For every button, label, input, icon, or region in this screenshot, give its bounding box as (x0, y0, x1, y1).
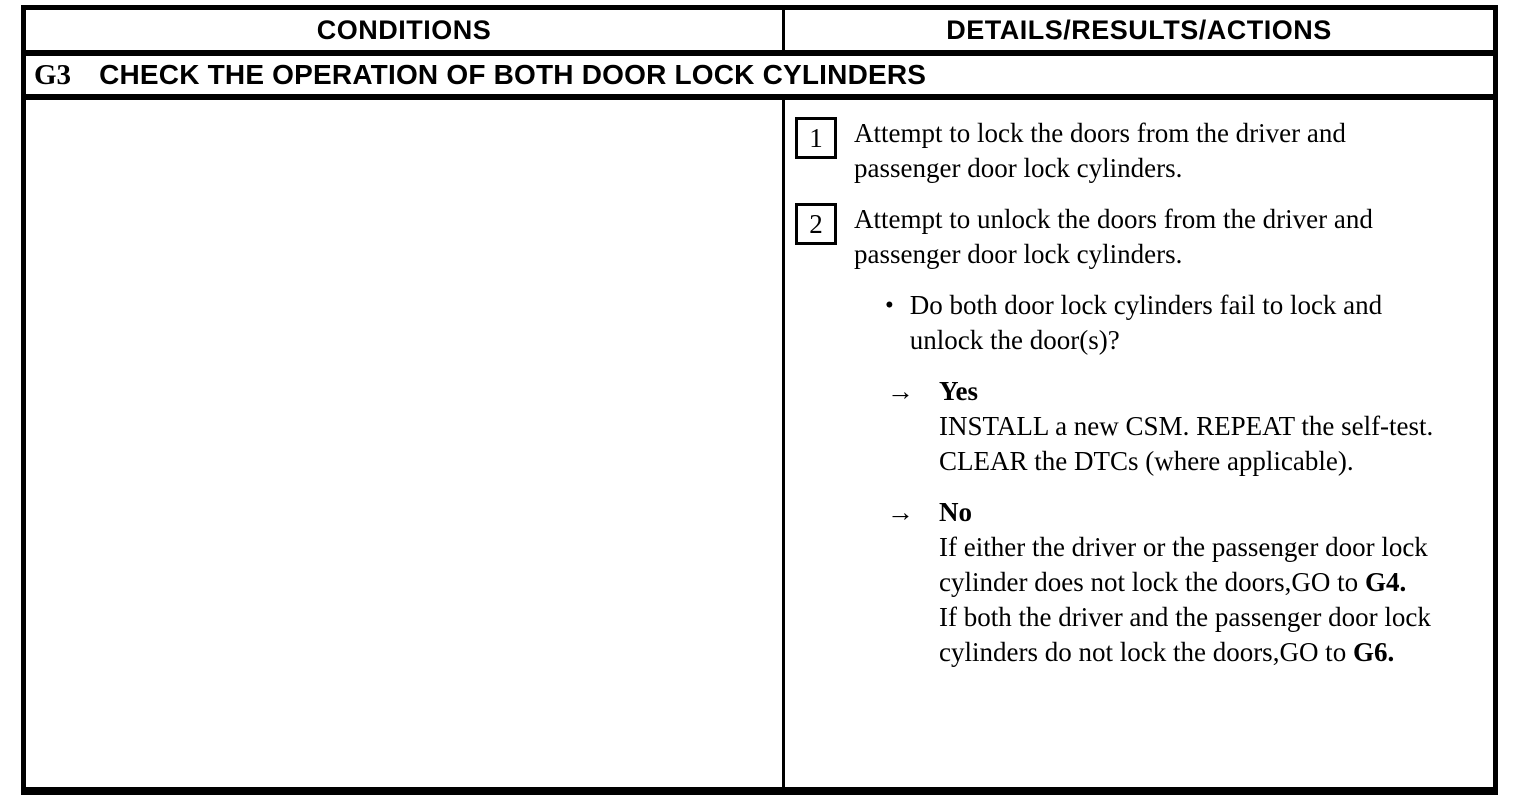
outcome-no-action: If either the driver or the passenger do… (939, 530, 1455, 670)
outcome-no-action-text-1: If either the driver or the passenger do… (939, 532, 1428, 597)
table-body-row: 1 Attempt to lock the doors from the dri… (26, 100, 1493, 787)
step-number-box: 2 (795, 203, 837, 245)
step-row-2: 2 Attempt to unlock the doors from the d… (795, 202, 1481, 272)
arrow-right-icon: → (887, 376, 914, 406)
go-reference-g4: G4. (1364, 567, 1407, 597)
step-row-1: 1 Attempt to lock the doors from the dri… (795, 116, 1481, 186)
conditions-cell (26, 100, 785, 787)
pinpoint-test-table: CONDITIONS DETAILS/RESULTS/ACTIONS G3 CH… (21, 5, 1498, 795)
step-text: Attempt to lock the doors from the drive… (854, 118, 1346, 183)
bullet-icon: • (885, 292, 894, 319)
outcome-yes-content: Yes INSTALL a new CSM. REPEAT the self-t… (939, 374, 1455, 479)
section-code: G3 (34, 58, 72, 91)
go-reference-g6: G6. (1352, 637, 1395, 667)
question-text: Do both door lock cylinders fail to lock… (909, 290, 1383, 355)
section-title: CHECK THE OPERATION OF BOTH DOOR LOCK CY… (99, 59, 927, 90)
column-header-details-results-actions: DETAILS/RESULTS/ACTIONS (946, 14, 1332, 45)
outcome-yes-action: INSTALL a new CSM. REPEAT the self-test.… (939, 411, 1434, 476)
step-number: 2 (809, 208, 823, 239)
arrow-right-icon: → (887, 497, 914, 527)
outcome-yes-label: Yes (939, 376, 978, 406)
outcome-yes: → Yes INSTALL a new CSM. REPEAT the self… (887, 374, 1481, 479)
question-item: • Do both door lock cylinders fail to lo… (885, 288, 1481, 358)
step-number-box: 1 (795, 117, 837, 159)
section-row-g3: G3 CHECK THE OPERATION OF BOTH DOOR LOCK… (26, 56, 1493, 100)
outcome-no-label: No (939, 497, 972, 527)
details-cell: 1 Attempt to lock the doors from the dri… (785, 100, 1493, 787)
step-text: Attempt to unlock the doors from the dri… (854, 204, 1373, 269)
column-header-conditions: CONDITIONS (26, 10, 785, 50)
table-header-row: CONDITIONS DETAILS/RESULTS/ACTIONS (26, 10, 1493, 56)
outcome-no-action-text-2: If both the driver and the passenger doo… (939, 602, 1431, 667)
outcome-no-content: No If either the driver or the passenger… (939, 495, 1455, 670)
outcome-no: → No If either the driver or the passeng… (887, 495, 1481, 670)
step-number: 1 (809, 122, 823, 153)
